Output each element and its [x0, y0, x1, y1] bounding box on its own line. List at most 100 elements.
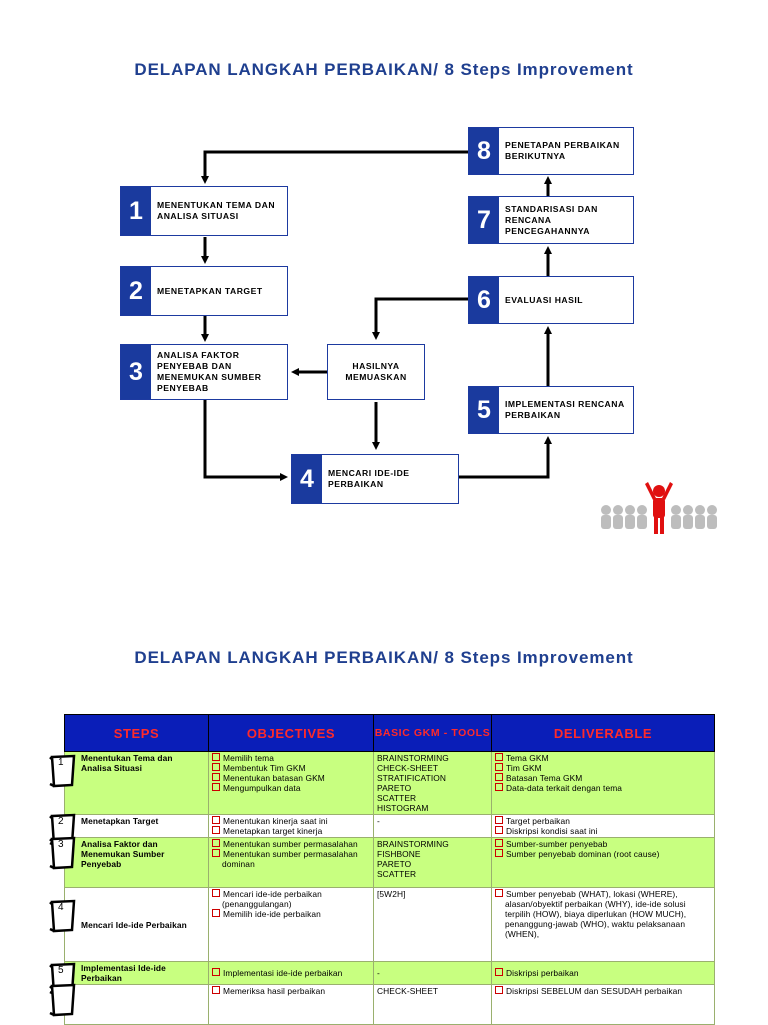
step-box-1: 1 MENENTUKAN TEMA DAN ANALISA SITUASI: [120, 186, 288, 236]
decision-box: HASILNYA MEMUASKAN: [327, 344, 425, 400]
checkbox-icon: [495, 889, 503, 897]
step-number: 1: [121, 187, 151, 235]
cell-tools: -: [373, 961, 492, 985]
checkbox-icon: [495, 968, 503, 976]
header-tools: BASIC GKM - TOOLS: [373, 714, 492, 752]
step-label: ANALISA FAKTOR PENYEBAB DAN MENEMUKAN SU…: [157, 350, 262, 393]
step-number: 6: [469, 277, 499, 323]
objective-item: Menetapkan target kinerja: [212, 826, 370, 836]
deliverable-item: Diskripsi perbaikan: [495, 968, 711, 978]
objective-item: Mencari ide-ide perbaikan (penanggulanga…: [212, 889, 370, 909]
checkbox-icon: [212, 816, 220, 824]
cell-step: Menentukan Tema dan Analisa Situasi: [64, 751, 209, 815]
step-tag-number: 1: [58, 757, 64, 768]
step-box-4: 4 MENCARI IDE-IDE PERBAIKAN: [291, 454, 459, 504]
objective-item: Memeriksa hasil perbaikan: [212, 986, 370, 996]
step-box-7: 7 STANDARISASI DAN RENCANA PENCEGAHANNYA: [468, 196, 634, 244]
step-box-3: 3 ANALISA FAKTOR PENYEBAB DAN MENEMUKAN …: [120, 344, 288, 400]
checkbox-icon: [212, 909, 220, 917]
step-tag-number: 2: [58, 816, 64, 827]
objective-item: Menentukan kinerja saat ini: [212, 816, 370, 826]
step-label: EVALUASI HASIL: [505, 294, 583, 305]
cell-tools: [5W2H]: [373, 887, 492, 962]
step-box-2: 2 MENETAPKAN TARGET: [120, 266, 288, 316]
table-row: Analisa Faktor dan Menemukan Sumber Peny…: [64, 837, 715, 888]
step-label: MENCARI IDE-IDE PERBAIKAN: [328, 468, 410, 489]
objective-item: Implementasi ide-ide perbaikan: [212, 968, 370, 978]
step-label: MENENTUKAN TEMA DAN ANALISA SITUASI: [157, 200, 276, 221]
deliverable-item: Batasan Tema GKM: [495, 773, 711, 783]
header-deliverable: DELIVERABLE: [491, 714, 715, 752]
cell-deliverable: Diskripsi SEBELUM dan SESUDAH perbaikan: [491, 984, 715, 1025]
steps-table: STEPS OBJECTIVES BASIC GKM - TOOLS DELIV…: [64, 714, 715, 1025]
objective-item: Menentukan sumber permasalahan dominan: [212, 849, 370, 869]
checkbox-icon: [212, 783, 220, 791]
checkbox-icon: [212, 849, 220, 857]
team-figures-illustration: [601, 482, 717, 534]
objective-item: Memilih tema: [212, 753, 370, 763]
deliverable-item: Sumber penyebab (WHAT), lokasi (WHERE), …: [495, 889, 711, 939]
checkbox-icon: [212, 773, 220, 781]
checkbox-icon: [495, 986, 503, 994]
deliverable-item: Data-data terkait dengan tema: [495, 783, 711, 793]
checkbox-icon: [212, 839, 220, 847]
cell-step: Menetapkan Target: [64, 814, 209, 838]
step-label: STANDARISASI DAN RENCANA PENCEGAHANNYA: [505, 203, 598, 236]
deliverable-item: Sumber-sumber penyebab: [495, 839, 711, 849]
step-label: PENETAPAN PERBAIKAN BERIKUTNYA: [505, 140, 620, 161]
checkbox-icon: [495, 783, 503, 791]
step-number: 5: [469, 387, 499, 433]
cell-objectives: Mencari ide-ide perbaikan (penanggulanga…: [208, 887, 374, 962]
cell-step: Analisa Faktor dan Menemukan Sumber Peny…: [64, 837, 209, 888]
checkbox-icon: [212, 968, 220, 976]
cell-objectives: Implementasi ide-ide perbaikan: [208, 961, 374, 985]
cell-objectives: Memeriksa hasil perbaikan: [208, 984, 374, 1025]
cell-tools: BRAINSTORMING CHECK-SHEET STRATIFICATION…: [373, 751, 492, 815]
step-label: MENETAPKAN TARGET: [157, 285, 263, 296]
checkbox-icon: [495, 826, 503, 834]
page-title: DELAPAN LANGKAH PERBAIKAN/ 8 Steps Impro…: [134, 60, 634, 79]
checkbox-icon: [495, 849, 503, 857]
objective-item: Menentukan batasan GKM: [212, 773, 370, 783]
header-objectives: OBJECTIVES: [208, 714, 374, 752]
checkbox-icon: [495, 753, 503, 761]
checkbox-icon: [495, 839, 503, 847]
checkbox-icon: [212, 763, 220, 771]
step-label: IMPLEMENTASI RENCANA PERBAIKAN: [505, 399, 625, 420]
step-number: 2: [121, 267, 151, 315]
table-title: DELAPAN LANGKAH PERBAIKAN/ 8 Steps Impro…: [134, 648, 634, 667]
checkbox-icon: [212, 889, 220, 897]
step-tag-icon: [49, 899, 76, 933]
deliverable-item: Target perbaikan: [495, 816, 711, 826]
cell-deliverable: Sumber penyebab (WHAT), lokasi (WHERE), …: [491, 887, 715, 962]
objective-item: Membentuk Tim GKM: [212, 763, 370, 773]
objective-item: Menentukan sumber permasalahan: [212, 839, 370, 849]
step-tag-number: 4: [58, 902, 64, 913]
header-steps: STEPS: [64, 714, 209, 752]
decision-label: HASILNYA MEMUASKAN: [345, 361, 407, 382]
step-box-8: 8 PENETAPAN PERBAIKAN BERIKUTNYA: [468, 127, 634, 175]
checkbox-icon: [495, 763, 503, 771]
step-box-6: 6 EVALUASI HASIL: [468, 276, 634, 324]
cell-tools: -: [373, 814, 492, 838]
checkbox-icon: [495, 816, 503, 824]
cell-tools: BRAINSTORMING FISHBONE PARETO SCATTER: [373, 837, 492, 888]
objective-item: Mengumpulkan data: [212, 783, 370, 793]
objective-item: Memilih ide-ide perbaikan: [212, 909, 370, 919]
cell-step: Mencari Ide-ide Perbaikan: [64, 887, 209, 962]
deliverable-item: Diskripsi SEBELUM dan SESUDAH perbaikan: [495, 986, 711, 996]
deliverable-item: Tim GKM: [495, 763, 711, 773]
checkbox-icon: [495, 773, 503, 781]
deliverable-item: Tema GKM: [495, 753, 711, 763]
cell-tools: CHECK-SHEET: [373, 984, 492, 1025]
cell-deliverable: Diskripsi perbaikan: [491, 961, 715, 985]
